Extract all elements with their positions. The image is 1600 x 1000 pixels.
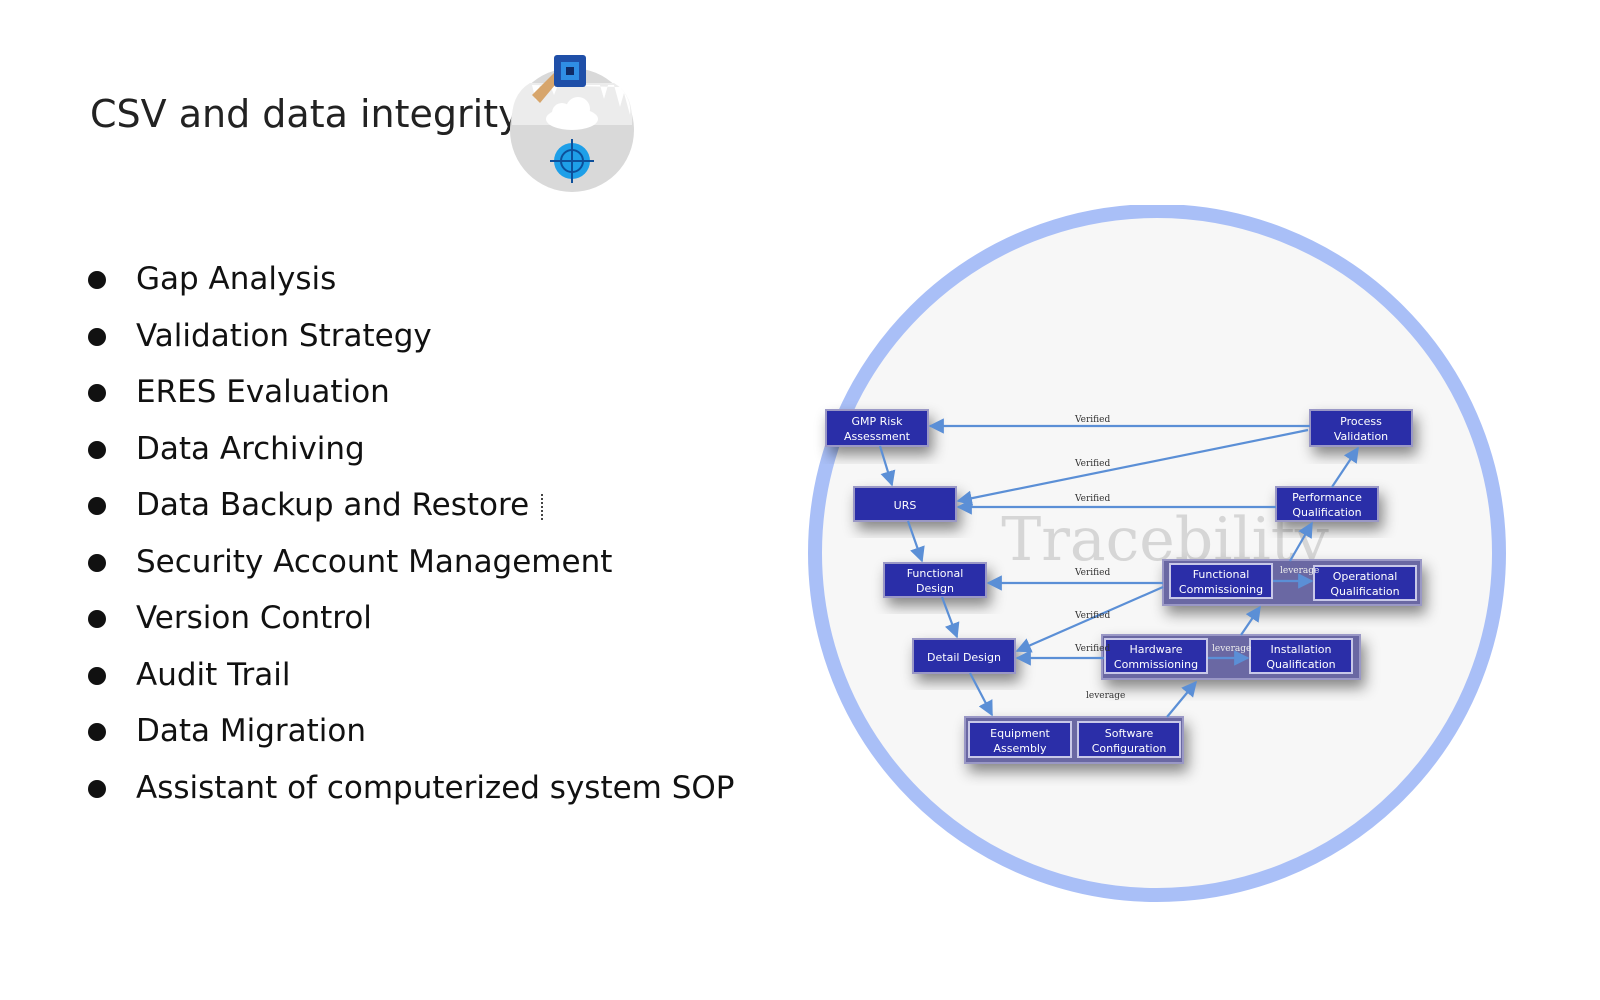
node-hardware-commissioning: Hardware Commissioning	[1104, 638, 1208, 674]
svg-text:Installation: Installation	[1271, 643, 1332, 656]
svg-text:leverage: leverage	[1280, 566, 1319, 576]
node-urs: URS	[853, 486, 957, 522]
svg-text:GMP Risk: GMP Risk	[852, 415, 904, 428]
list-item: Gap Analysis	[86, 255, 735, 312]
svg-text:Qualification: Qualification	[1292, 506, 1361, 519]
diagram-arrows	[878, 418, 1359, 718]
svg-text:Process: Process	[1340, 415, 1382, 428]
svg-text:Software: Software	[1105, 727, 1154, 740]
node-operational-qualification: Operational Qualification	[1313, 565, 1417, 601]
svg-text:Assembly: Assembly	[993, 742, 1047, 755]
node-detail-design: Detail Design	[912, 638, 1016, 674]
traceability-v-model-diagram: Tracebility GMP Risk Assessment Process …	[808, 205, 1506, 902]
list-item: Audit Trail	[86, 651, 735, 708]
list-item: Data Migration	[86, 707, 735, 764]
page-title: CSV and data integrity	[90, 92, 521, 136]
svg-text:Functional: Functional	[907, 567, 964, 580]
svg-text:Verified: Verified	[1074, 611, 1111, 621]
cloud-computing-icon	[510, 55, 634, 192]
svg-text:Verified: Verified	[1074, 568, 1111, 578]
node-process-validation: Process Validation	[1309, 409, 1413, 447]
svg-text:Qualification: Qualification	[1330, 585, 1399, 598]
node-functional-commissioning: Functional Commissioning	[1169, 563, 1273, 599]
node-equipment-assembly: Equipment Assembly	[968, 721, 1072, 758]
node-performance-qualification: Performance Qualification	[1275, 486, 1379, 522]
svg-text:Verified: Verified	[1074, 415, 1111, 425]
svg-text:Qualification: Qualification	[1266, 658, 1335, 671]
svg-text:Hardware: Hardware	[1129, 643, 1182, 656]
list-item: Data Archiving	[86, 425, 735, 482]
node-gmp-risk-assessment: GMP Risk Assessment	[825, 409, 929, 447]
service-list: Gap Analysis Validation Strategy ERES Ev…	[86, 255, 735, 820]
svg-text:Verified: Verified	[1074, 644, 1111, 654]
node-functional-design: Functional Design	[883, 562, 987, 598]
list-item: ERES Evaluation	[86, 368, 735, 425]
svg-text:Verified: Verified	[1074, 459, 1111, 469]
list-item: Security Account Management	[86, 538, 735, 595]
svg-text:Operational: Operational	[1333, 570, 1398, 583]
svg-text:Assessment: Assessment	[844, 430, 911, 443]
svg-text:Detail Design: Detail Design	[927, 651, 1001, 664]
svg-text:Configuration: Configuration	[1092, 742, 1167, 755]
svg-text:Validation: Validation	[1334, 430, 1388, 443]
node-installation-qualification: Installation Qualification	[1249, 638, 1353, 674]
svg-text:Design: Design	[916, 582, 954, 595]
svg-text:Verified: Verified	[1074, 494, 1111, 504]
svg-text:Performance: Performance	[1292, 491, 1362, 504]
svg-text:Commissioning: Commissioning	[1179, 583, 1263, 596]
svg-text:URS: URS	[894, 499, 917, 512]
edge-labels: Verified Verified Verified Verified Veri…	[1074, 415, 1319, 701]
list-item: Data Backup and Restore	[86, 481, 735, 538]
list-item: Validation Strategy	[86, 312, 735, 369]
svg-text:leverage: leverage	[1212, 644, 1251, 654]
node-software-configuration: Software Configuration	[1077, 721, 1181, 758]
svg-text:leverage: leverage	[1086, 691, 1125, 701]
svg-text:Functional: Functional	[1193, 568, 1250, 581]
list-item: Assistant of computerized system SOP	[86, 764, 735, 821]
text-cursor-mark	[541, 493, 545, 520]
svg-text:Commissioning: Commissioning	[1114, 658, 1198, 671]
list-item: Version Control	[86, 594, 735, 651]
svg-text:Equipment: Equipment	[990, 727, 1050, 740]
